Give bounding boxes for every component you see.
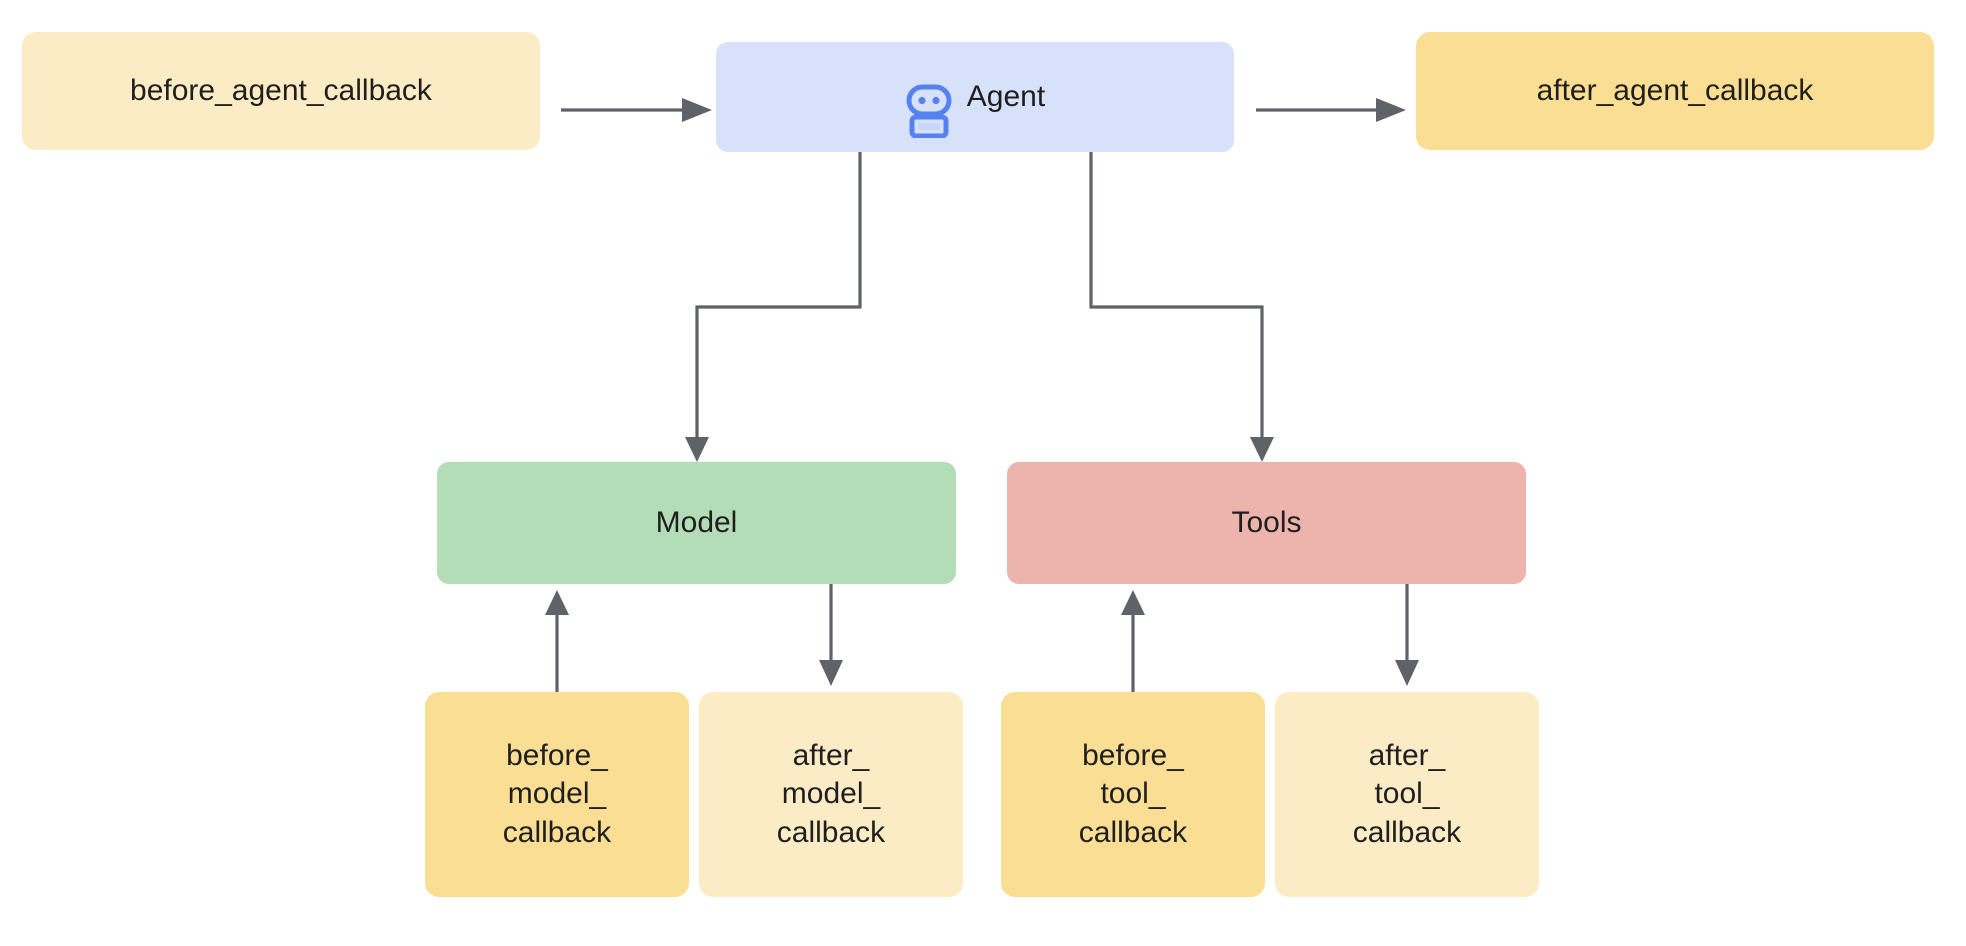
edge-before-agent-to-agent [561,98,712,122]
edge-before-model-to-model [545,590,569,692]
node-label: Agent [966,79,1046,113]
node-tools[interactable]: Tools [1007,462,1526,584]
robot-icon [905,46,953,149]
node-label: before_ tool_ callback [1078,738,1188,849]
node-agent[interactable]: Agent [716,42,1234,152]
node-before-tool-callback[interactable]: before_ tool_ callback [1001,692,1265,897]
node-label: before_agent_callback [130,73,432,107]
node-model[interactable]: Model [437,462,956,584]
node-label: Tools [1231,505,1302,539]
node-label: after_ model_ callback [776,738,886,849]
node-label: after_ tool_ callback [1352,738,1462,849]
node-after-tool-callback[interactable]: after_ tool_ callback [1275,692,1539,897]
edge-model-to-after-model [819,584,843,686]
edge-before-tool-to-tools [1121,590,1145,692]
node-before-agent-callback[interactable]: before_agent_callback [22,32,540,150]
edge-tools-to-after-tool [1395,584,1419,686]
edge-agent-to-tools [1089,152,1274,462]
edge-agent-to-after-agent [1256,98,1406,122]
node-label: Model [655,505,738,539]
node-after-model-callback[interactable]: after_ model_ callback [699,692,963,897]
node-label: before_ model_ callback [502,738,612,849]
node-before-model-callback[interactable]: before_ model_ callback [425,692,689,897]
node-after-agent-callback[interactable]: after_agent_callback [1416,32,1934,150]
node-label: after_agent_callback [1536,73,1814,107]
edge-agent-to-model [685,152,862,462]
